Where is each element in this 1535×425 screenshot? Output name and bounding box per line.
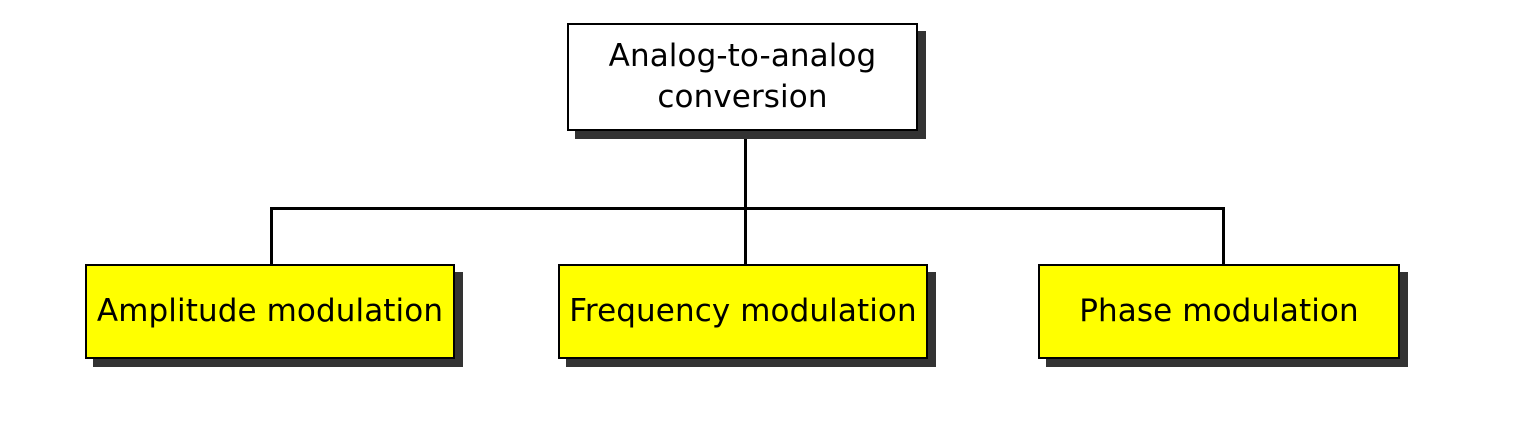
node-frequency-modulation[interactable]: Frequency modulation bbox=[558, 264, 928, 359]
node-frequency-modulation-label: Frequency modulation bbox=[569, 293, 917, 330]
connector-horizontal-bus bbox=[270, 207, 1225, 210]
connector-root-stem bbox=[744, 131, 747, 210]
node-amplitude-modulation-label: Amplitude modulation bbox=[96, 293, 444, 330]
node-phase-modulation-label: Phase modulation bbox=[1079, 293, 1359, 330]
node-amplitude-modulation[interactable]: Amplitude modulation bbox=[85, 264, 455, 359]
node-root-label: Analog-to-analog conversion bbox=[608, 38, 877, 115]
node-root-analog-to-analog-conversion[interactable]: Analog-to-analog conversion bbox=[567, 23, 918, 131]
node-phase-modulation[interactable]: Phase modulation bbox=[1038, 264, 1400, 359]
connector-drop-amplitude-modulation bbox=[270, 207, 273, 266]
connector-drop-frequency-modulation bbox=[744, 207, 747, 266]
connector-drop-phase-modulation bbox=[1222, 207, 1225, 266]
